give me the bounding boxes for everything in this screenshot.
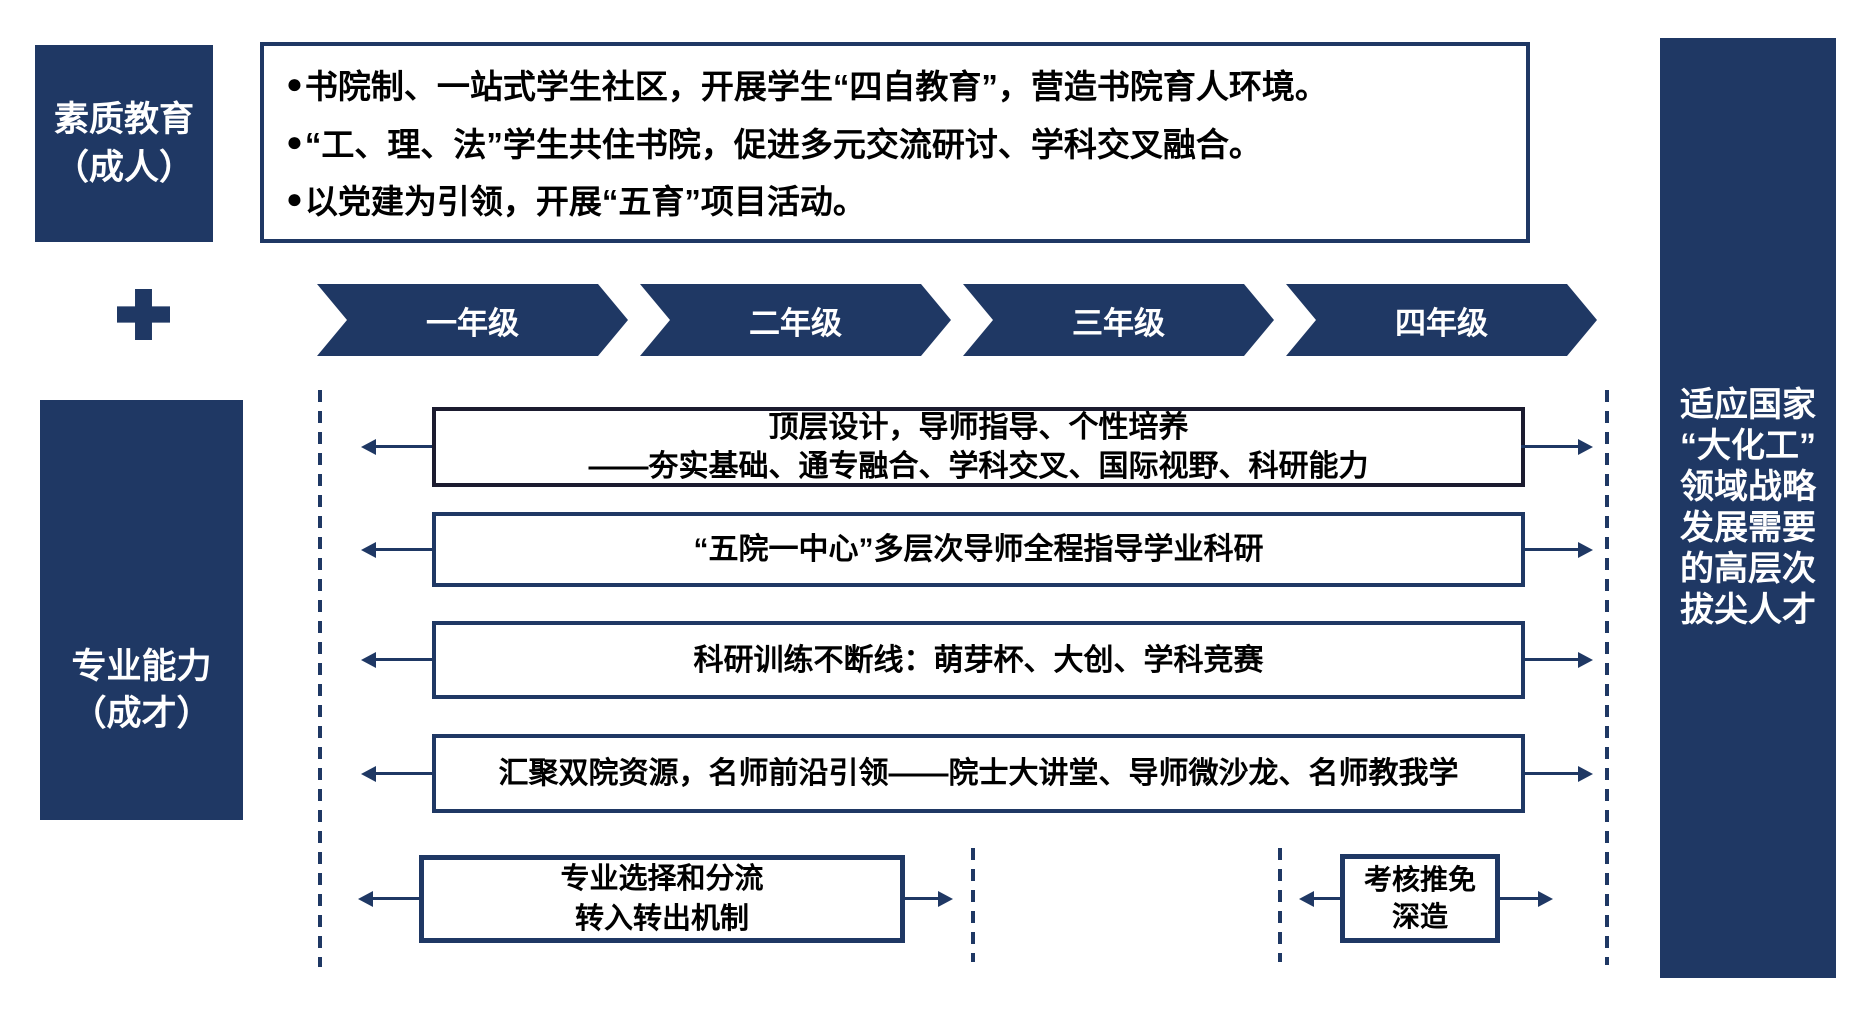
quality-points-box: ● 书院制、一站式学生社区，开展学生“四自教育”，营造书院育人环境。 ● “工、…: [260, 42, 1530, 243]
quality-education-line1: 素质教育: [53, 100, 194, 140]
quality-education-box: 素质教育 （成人）: [35, 45, 213, 242]
quality-education-line2: （成人）: [53, 147, 194, 187]
right-arrow: [1521, 548, 1579, 551]
right-arrow: [1521, 445, 1579, 448]
grade-label: 三年级: [1072, 305, 1165, 341]
major-selection-box: 专业选择和分流 转入转出机制: [419, 855, 905, 943]
flow-box-line: 汇聚双院资源，名师前沿引领——院士大讲堂、导师微沙龙、名师教我学: [498, 757, 1459, 790]
exam-recommendation-line1: 考核推免: [1363, 863, 1476, 895]
right-arrow: [1521, 772, 1579, 775]
grade-label: 一年级: [426, 305, 519, 341]
goal-line: 拔尖人才: [1680, 591, 1816, 629]
professional-ability-box: 专业能力 （成才）: [40, 400, 243, 820]
dashed-divider-left: [318, 390, 322, 967]
bullet-item: ● 以党建为引领，开展“五育”项目活动。: [286, 175, 1506, 223]
dashed-divider-right: [1605, 390, 1609, 965]
bullet-text: 以党建为引领，开展“五育”项目活动。: [304, 183, 866, 220]
major-selection-line1: 专业选择和分流: [560, 862, 764, 895]
right-arrow: [1521, 658, 1579, 661]
major-selection-line2: 转入转出机制: [574, 903, 749, 935]
bullet-item: ● “工、理、法”学生共住书院，促进多元交流研讨、学科交叉融合。: [286, 118, 1506, 166]
grade-label: 二年级: [749, 305, 842, 341]
right-arrow: [1500, 897, 1539, 900]
goal-line: 适应国家: [1680, 386, 1816, 424]
bullet-item: ● 书院制、一站式学生社区，开展学生“四自教育”，营造书院育人环境。: [286, 60, 1506, 108]
flow-box-line: “五院一中心”多层次导师全程指导学业科研: [693, 533, 1264, 566]
flow-box-top-design: 顶层设计，导师指导、个性培养 ——夯实基础、通专融合、学科交叉、国际视野、科研能…: [432, 407, 1525, 487]
left-arrow: [1313, 897, 1340, 900]
exam-recommendation-line2: 深造: [1391, 900, 1448, 932]
left-arrow: [372, 897, 419, 900]
bullet-icon: ●: [286, 68, 303, 99]
grade-segment-1: 一年级: [317, 284, 628, 356]
goal-line: 领域战略: [1680, 468, 1816, 506]
grade-label: 四年级: [1395, 305, 1488, 341]
grade-segment-4: 四年级: [1286, 284, 1597, 356]
grade-segment-3: 三年级: [963, 284, 1274, 356]
plus-icon: [117, 289, 170, 340]
dashed-divider-mid-left: [971, 848, 975, 962]
flow-box-line: ——夯实基础、通专融合、学科交叉、国际视野、科研能力: [588, 450, 1369, 483]
bullet-icon: ●: [286, 125, 303, 157]
left-arrow: [375, 445, 432, 448]
goal-line: “大化工”: [1680, 427, 1816, 465]
bullet-icon: ●: [286, 183, 303, 214]
flow-box-mentor-system: “五院一中心”多层次导师全程指导学业科研: [432, 512, 1525, 587]
grade-timeline: 一年级 二年级 三年级 四年级: [317, 284, 1597, 356]
exam-recommendation-box: 考核推免 深造: [1340, 854, 1500, 943]
flow-box-master-lectures: 汇聚双院资源，名师前沿引领——院士大讲堂、导师微沙龙、名师教我学: [432, 734, 1525, 813]
flow-box-line: 科研训练不断线：萌芽杯、大创、学科竞赛: [693, 643, 1264, 677]
left-arrow: [375, 548, 432, 551]
flow-box-line: 顶层设计，导师指导、个性培养: [768, 411, 1189, 444]
flow-box-research-training: 科研训练不断线：萌芽杯、大创、学科竞赛: [432, 621, 1525, 699]
professional-ability-line2: （成才）: [71, 694, 212, 734]
left-arrow: [375, 658, 432, 661]
goal-line: 的高层次: [1680, 550, 1816, 588]
right-arrow: [901, 897, 939, 900]
goal-sidebar: 适应国家 “大化工” 领域战略 发展需要 的高层次 拔尖人才: [1660, 38, 1836, 978]
left-arrow: [375, 772, 432, 775]
dashed-divider-mid-right: [1278, 848, 1282, 962]
grade-segment-2: 二年级: [640, 284, 951, 356]
bullet-text: 书院制、一站式学生社区，开展学生“四自教育”，营造书院育人环境。: [304, 68, 1328, 105]
bullet-text: “工、理、法”学生共住书院，促进多元交流研讨、学科交叉融合。: [304, 125, 1262, 163]
goal-line: 发展需要: [1680, 509, 1816, 547]
professional-ability-line1: 专业能力: [71, 647, 212, 686]
